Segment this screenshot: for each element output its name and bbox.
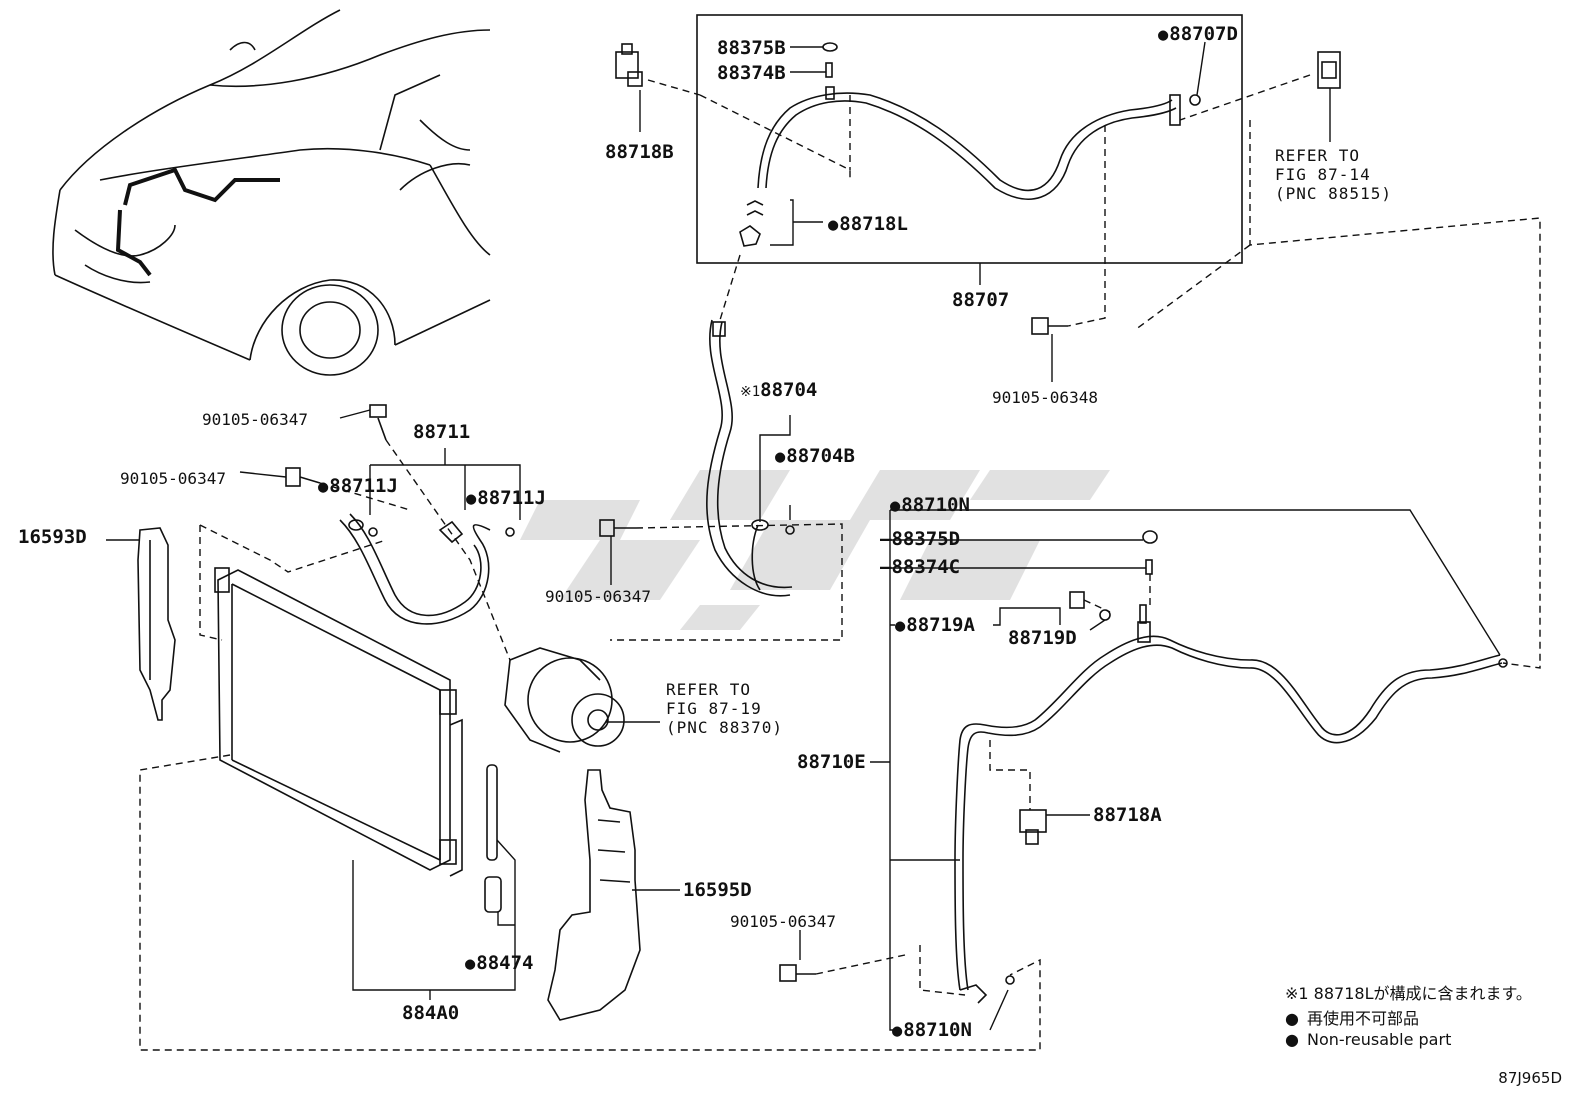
pipe-88707	[757, 92, 1173, 192]
label-88375D: —88375D	[880, 528, 961, 550]
clamp-88718A	[1019, 809, 1047, 845]
label-88375D-number: 88375D	[891, 528, 961, 550]
label-90105-06348: 90105-06348	[992, 388, 1098, 407]
valve-core-88374B	[825, 62, 833, 78]
label-88474: 88474	[465, 953, 533, 974]
label-90105-06347-b: 90105-06347	[120, 469, 226, 488]
label-88710E: 88710E	[797, 751, 866, 773]
bullet-icon	[1285, 1030, 1307, 1049]
pipe-88710E	[954, 635, 1501, 991]
label-88719A: 88719A	[895, 615, 975, 636]
legend-note-3-text: Non-reusable part	[1306, 1030, 1452, 1049]
vehicle-illustration	[52, 9, 491, 376]
label-88710N-bottom: 88710N	[892, 1020, 972, 1041]
condenser-884A0	[214, 567, 463, 877]
refer-line-3: (PNC 88370)	[666, 718, 783, 737]
hose-88711	[339, 519, 491, 625]
label-88718L: 88718L	[828, 214, 908, 235]
legend-note-2-text: 再使用不可部品	[1306, 1009, 1419, 1028]
refer-line-1: REFER TO	[1275, 146, 1361, 165]
label-884A0: 884A0	[402, 1002, 460, 1024]
refer-line-3: (PNC 88515)	[1275, 184, 1392, 203]
watermark-logo	[520, 470, 1110, 630]
clamp-88718B	[615, 43, 643, 87]
bolt-90105-06347-b	[285, 467, 321, 487]
legend-note-3: Non-reusable part	[1285, 1030, 1451, 1049]
label-90105-06347-c: 90105-06347	[545, 587, 651, 606]
label-88375B: 88375B	[717, 37, 786, 59]
legend-note-1: ※1 88718Lが構成に含まれます。	[1285, 984, 1532, 1003]
label-88374C: —88374C	[880, 556, 961, 578]
label-88719D: 88719D	[1008, 627, 1077, 649]
label-88711J-b: 88711J	[466, 488, 546, 509]
label-88704: ※188704	[740, 380, 817, 402]
bullet-icon	[1285, 1009, 1307, 1028]
label-88711: 88711	[413, 421, 471, 443]
bolt-90105-06347-a	[369, 404, 387, 441]
label-88710N-top: 88710N	[890, 495, 970, 516]
legend-note-2: 再使用不可部品	[1285, 1005, 1419, 1029]
label-88704-note-prefix: ※1	[740, 384, 761, 400]
cap-88375B	[822, 42, 838, 52]
label-88718B: 88718B	[605, 141, 674, 163]
label-88707: 88707	[952, 289, 1010, 311]
refer-fig-87-19: REFER TO FIG 87-19 (PNC 88370)	[666, 680, 783, 737]
refer-line-1: REFER TO	[666, 680, 752, 699]
compressor	[504, 647, 625, 753]
pipe-88704	[706, 319, 791, 597]
label-88704-number: 88704	[760, 379, 818, 401]
bolt-90105-06347-d	[779, 964, 816, 982]
label-90105-06347-a: 90105-06347	[202, 410, 308, 429]
refer-fig-87-14: REFER TO FIG 87-14 (PNC 88515)	[1275, 146, 1392, 203]
label-88704B: 88704B	[775, 446, 855, 467]
shield-16595D	[547, 769, 641, 1021]
group-box-88707	[696, 14, 1243, 264]
shield-16593D	[137, 527, 176, 721]
diagram-code: 87J965D	[1498, 1069, 1562, 1087]
label-88711J-a: 88711J	[318, 476, 398, 497]
refer-line-2: FIG 87-19	[666, 699, 762, 718]
bolt-90105-06348	[1031, 317, 1068, 335]
label-88374B: 88374B	[717, 62, 786, 84]
label-90105-06347-d: 90105-06347	[730, 912, 836, 931]
fitting-88515	[1317, 51, 1341, 89]
label-88718A: 88718A	[1093, 804, 1162, 826]
label-16593D: 16593D	[18, 526, 87, 548]
bolt-90105-06347-c	[599, 519, 636, 537]
ac-line-highlight	[115, 167, 280, 277]
label-88707D: 88707D	[1158, 24, 1238, 45]
refer-line-2: FIG 87-14	[1275, 165, 1371, 184]
receiver-88474	[486, 764, 498, 861]
label-88374C-number: 88374C	[891, 556, 961, 578]
label-16595D: 16595D	[683, 879, 752, 901]
